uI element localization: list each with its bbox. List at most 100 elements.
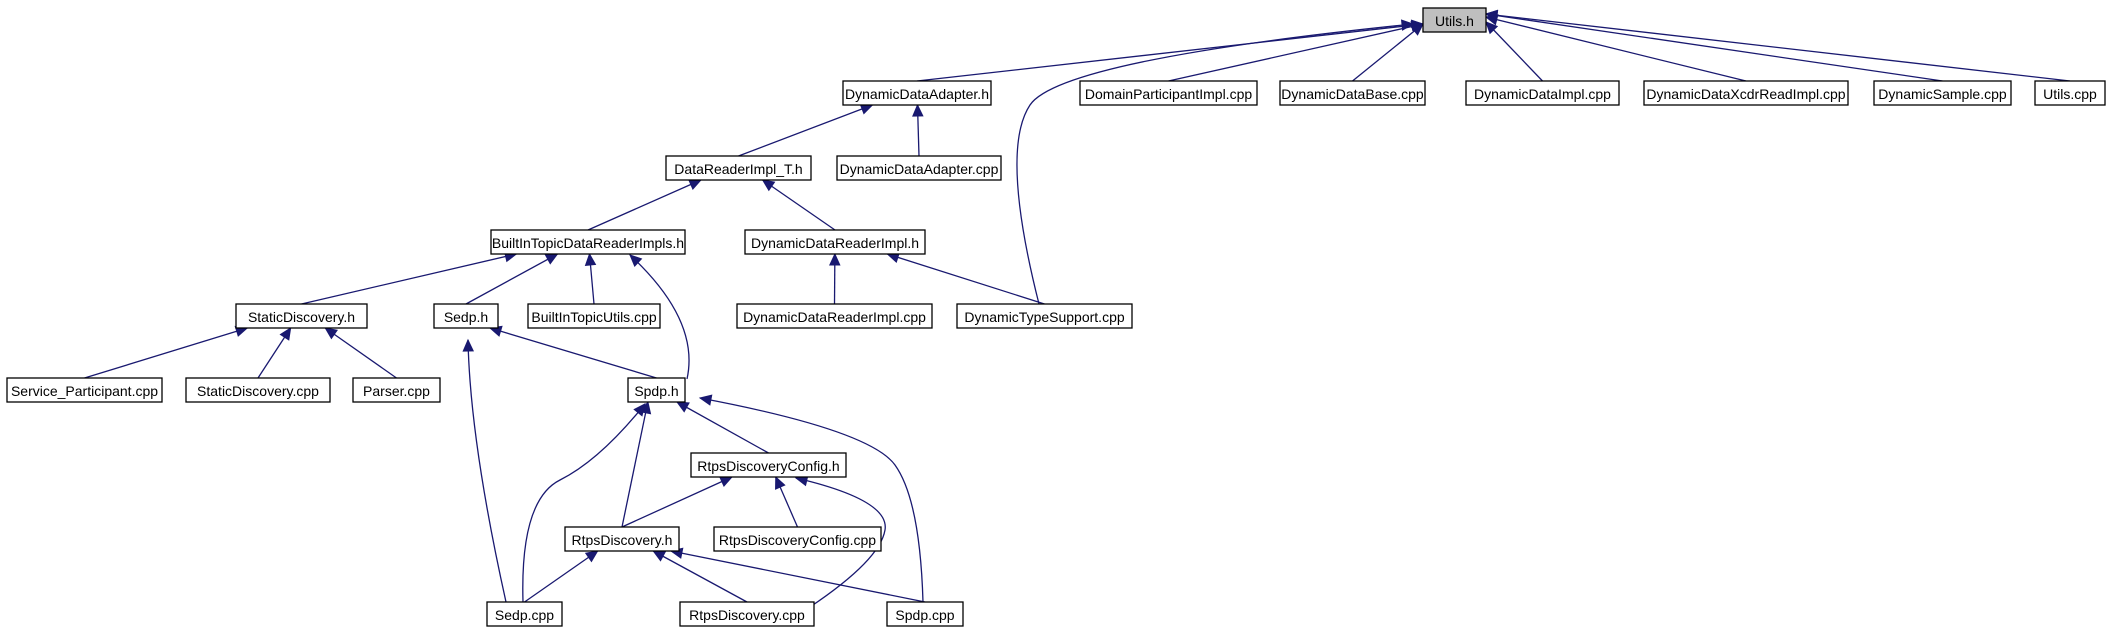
node-builtintopicdatareaderimpls-h[interactable]: BuiltInTopicDataReaderImpls.h [490,229,686,255]
node-label: DynamicDataReaderImpl.h [751,235,919,251]
node-sedp-h[interactable]: Sedp.h [433,303,499,329]
edge-sedp-h-to-builtintopicdatareaderimpls-h [465,253,558,305]
node-sedp-cpp[interactable]: Sedp.cpp [486,601,563,627]
edge-spdp-h-to-builtintopicdatareaderimpls-h [629,254,690,380]
node-dynamictypesupport-cpp[interactable]: DynamicTypeSupport.cpp [956,303,1133,329]
node-utils-cpp[interactable]: Utils.cpp [2034,80,2106,106]
edge-rtpsdiscovery-h-to-spdp-h [621,401,649,528]
node-staticdiscovery-cpp[interactable]: StaticDiscovery.cpp [185,377,331,403]
node-box [744,229,926,255]
node-box [2034,80,2106,106]
node-box [956,303,1133,329]
node-label: Spdp.cpp [895,607,954,623]
edge-spdp-h-to-sedp-h [489,327,657,379]
edge-dynamicdataadapter-h-to-utils-h [916,23,1424,82]
node-label: DynamicDataAdapter.h [845,86,989,102]
node-spdp-h[interactable]: Spdp.h [627,377,686,403]
node-box [1643,80,1849,106]
node-box [433,303,499,329]
edge-dynamicdatabase-cpp-to-utils-h [1352,23,1424,82]
edge-service-participant-cpp-to-staticdiscovery-h [84,327,248,379]
node-staticdiscovery-h[interactable]: StaticDiscovery.h [235,303,368,329]
arrowhead-icon [584,550,599,563]
node-spdp-cpp[interactable]: Spdp.cpp [886,601,964,627]
node-dynamicdatabase-cpp[interactable]: DynamicDataBase.cpp [1279,80,1426,106]
arrowhead-icon [652,550,667,562]
edge-sedp-cpp-to-spdp-h [522,403,646,603]
arrowhead-icon [279,326,292,341]
edge-dynamicsample-cpp-to-utils-h [1485,13,1943,82]
arrowhead-icon [584,252,597,266]
node-label: StaticDiscovery.cpp [197,383,319,399]
edge-datareaderimpl-t-h-to-dynamicdataadapter-h [738,104,873,157]
node-label: Spdp.h [634,383,678,399]
arrowhead-icon [1410,23,1424,36]
node-label: RtpsDiscoveryConfig.h [697,458,839,474]
node-dynamicdatareaderimpl-cpp[interactable]: DynamicDataReaderImpl.cpp [736,303,933,329]
node-box [886,601,964,627]
arrowhead-icon [698,394,713,406]
edge-dynamicdatareaderimpl-h-to-datareaderimpl-t-h [762,179,836,231]
node-box [665,155,812,181]
node-dynamicdatareaderimpl-h[interactable]: DynamicDataReaderImpl.h [744,229,926,255]
node-box [527,303,661,329]
node-box [486,601,563,627]
node-label: DataReaderImpl_T.h [674,161,802,177]
node-box [736,303,933,329]
node-label: Sedp.h [444,309,488,325]
node-box [352,377,441,403]
node-label: RtpsDiscoveryConfig.cpp [719,532,876,548]
edge-staticdiscovery-h-to-builtintopicdatareaderimpls-h [301,253,517,305]
node-box [564,526,680,552]
node-box [713,526,882,552]
node-label: DynamicDataReaderImpl.cpp [743,309,926,325]
arrowhead-icon [761,179,776,192]
arrowhead-icon [544,253,559,265]
node-box [490,229,686,255]
node-box [235,303,368,329]
edge-utils-cpp-to-utils-h [1485,13,2071,82]
edge-dynamicdataimpl-cpp-to-utils-h [1485,21,1543,82]
edge-rtpsdiscovery-cpp-to-rtpsdiscoveryconfig-h [795,477,886,608]
node-domainparticipantimpl-cpp[interactable]: DomainParticipantImpl.cpp [1079,80,1258,106]
edge-rtpsdiscoveryconfig-h-to-spdp-h [676,401,769,454]
node-label: DynamicDataAdapter.cpp [840,161,999,177]
node-rtpsdiscoveryconfig-h[interactable]: RtpsDiscoveryConfig.h [690,452,847,478]
node-rtpsdiscoveryconfig-cpp[interactable]: RtpsDiscoveryConfig.cpp [713,526,882,552]
arrowhead-icon [324,327,338,340]
node-label: Service_Participant.cpp [11,383,158,399]
node-box [1465,80,1620,106]
arrowhead-icon [633,403,646,417]
node-dynamicdataadapter-cpp[interactable]: DynamicDataAdapter.cpp [836,155,1002,181]
node-box [1422,7,1487,33]
node-label: RtpsDiscovery.h [572,532,673,548]
arrowhead-icon [675,401,690,413]
edge-sedp-cpp-to-rtpsdiscovery-h [524,550,598,603]
node-builtintopicutils-cpp[interactable]: BuiltInTopicUtils.cpp [527,303,661,329]
node-box [1873,80,2012,106]
node-parser-cpp[interactable]: Parser.cpp [352,377,441,403]
node-service-participant-cpp[interactable]: Service_Participant.cpp [6,377,163,403]
node-box [690,452,847,478]
node-label: DynamicDataImpl.cpp [1474,86,1611,102]
edge-parser-cpp-to-staticdiscovery-h [324,327,397,379]
edge-spdp-cpp-to-rtpsdiscovery-h [670,550,926,603]
node-rtpsdiscovery-cpp[interactable]: RtpsDiscovery.cpp [679,601,815,627]
arrowhead-icon [719,476,733,488]
arrowhead-icon [688,179,702,190]
edge-spdp-cpp-to-spdp-h [699,397,924,603]
node-dynamicsample-cpp[interactable]: DynamicSample.cpp [1873,80,2012,106]
node-label: DomainParticipantImpl.cpp [1085,86,1253,102]
node-dynamicdataxcdrreadimpl-cpp[interactable]: DynamicDataXcdrReadImpl.cpp [1643,80,1849,106]
node-box [679,601,815,627]
node-datareaderimpl-t-h[interactable]: DataReaderImpl_T.h [665,155,812,181]
node-label: Utils.h [1435,13,1474,29]
node-dynamicdataimpl-cpp[interactable]: DynamicDataImpl.cpp [1465,80,1620,106]
arrowhead-icon [462,338,475,352]
edges-layer [84,9,2071,608]
node-box [185,377,331,403]
node-dynamicdataadapter-h[interactable]: DynamicDataAdapter.h [842,80,992,106]
node-rtpsdiscovery-h[interactable]: RtpsDiscovery.h [564,526,680,552]
